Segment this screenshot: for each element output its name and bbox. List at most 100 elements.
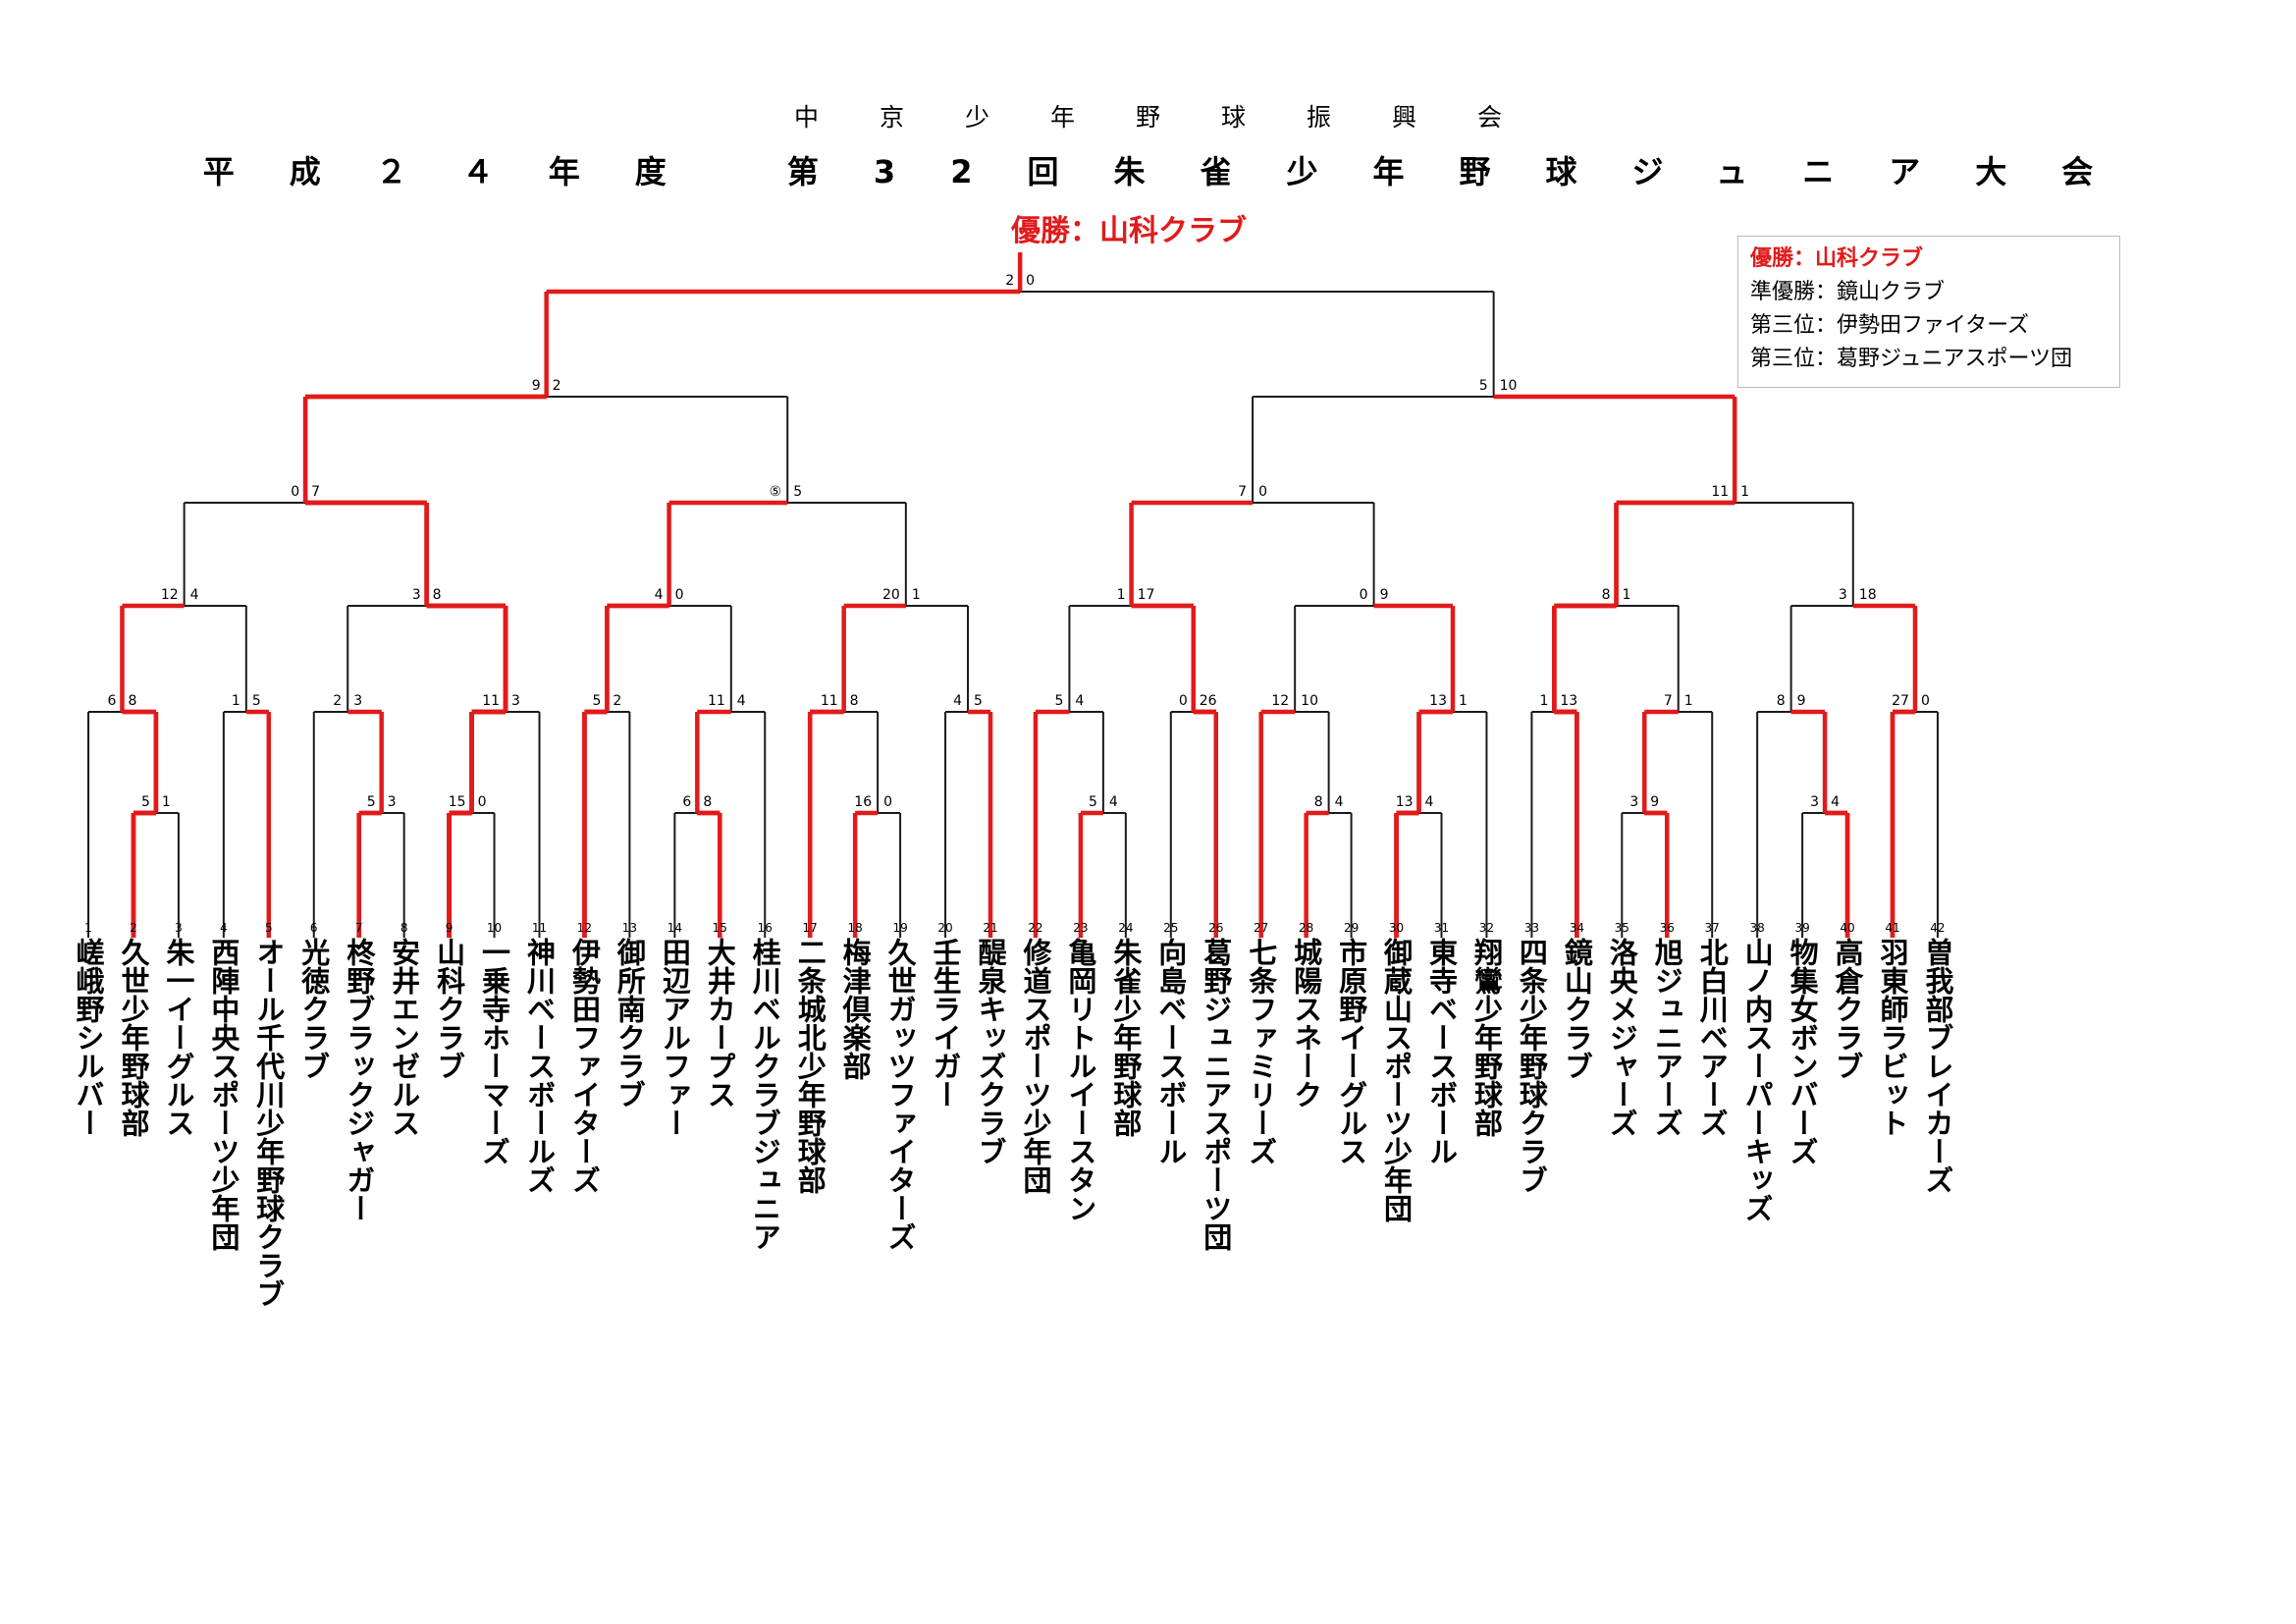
score-label: 1: [1740, 484, 1749, 500]
team-number: 8: [400, 921, 408, 935]
team-number: 42: [1930, 921, 1945, 935]
score-label: 1: [912, 587, 921, 603]
team-name: 物集女ボンバーズ: [1786, 938, 1820, 1165]
team-number: 19: [892, 921, 907, 935]
score-label: 8: [128, 693, 136, 709]
team-number: 38: [1750, 921, 1765, 935]
score-label: 4: [190, 587, 199, 603]
score-label: 2: [553, 378, 561, 394]
team-name: 鏡山クラブ: [1560, 938, 1594, 1080]
team-number: 30: [1389, 921, 1404, 935]
score-label: 6: [682, 794, 691, 810]
score-label: 5: [793, 484, 802, 500]
score-label: 9: [1380, 587, 1389, 603]
team-number: 13: [622, 921, 637, 935]
score-label: 3: [1839, 587, 1847, 603]
score-label: 15: [449, 794, 466, 810]
score-label: 1: [1684, 693, 1693, 709]
team-number: 28: [1299, 921, 1313, 935]
team-name: 西陣中央スポーツ少年団: [206, 938, 240, 1251]
team-name: 旭ジュニアーズ: [1650, 938, 1684, 1137]
team-name: 梅津倶楽部: [838, 938, 873, 1080]
score-label: 17: [1138, 587, 1155, 603]
team-number: 37: [1705, 921, 1720, 935]
score-label: 8: [1777, 693, 1786, 709]
score-label: 9: [1650, 794, 1659, 810]
score-label: 11: [821, 693, 838, 709]
score-label: 1: [1117, 587, 1126, 603]
score-label: 5: [1089, 794, 1097, 810]
team-name: 山ノ内スーパーキッズ: [1740, 938, 1775, 1222]
team-number: 31: [1434, 921, 1449, 935]
score-label: 8: [1314, 794, 1323, 810]
result-champion: 優勝：山科クラブ: [1750, 246, 1924, 271]
score-label: 4: [1335, 794, 1344, 810]
score-label: 27: [1892, 693, 1909, 709]
team-name: 向島ベースボール: [1153, 938, 1188, 1165]
team-number: 11: [532, 921, 547, 935]
team-name: 山科クラブ: [432, 938, 466, 1080]
team-number: 20: [937, 921, 952, 935]
team-number: 33: [1524, 921, 1539, 935]
score-label: 11: [482, 693, 500, 709]
team-number: 40: [1840, 921, 1854, 935]
score-label: 13: [1429, 693, 1447, 709]
team-name: 四条少年野球クラブ: [1515, 938, 1549, 1194]
score-label: 8: [1602, 587, 1611, 603]
score-label: 8: [433, 587, 442, 603]
team-name: 壬生ライガー: [929, 938, 963, 1109]
score-label: 5: [252, 693, 261, 709]
team-number: 6: [310, 921, 318, 935]
team-name: 高倉クラブ: [1831, 938, 1865, 1080]
score-label: 0: [675, 587, 684, 603]
score-label: 4: [953, 693, 962, 709]
team-name: 東寺ベースボール: [1424, 938, 1459, 1165]
team-name: 北白川ベアーズ: [1695, 938, 1730, 1137]
score-label: 7: [1238, 484, 1247, 500]
score-label: 9: [1797, 693, 1806, 709]
score-label: 4: [655, 587, 664, 603]
organizer: 中京少年野球振興会: [793, 103, 1563, 132]
team-name: 一乗寺ホーマーズ: [477, 938, 511, 1165]
winner-banner: 優勝：山科クラブ: [1011, 214, 1247, 248]
team-number: 5: [265, 921, 273, 935]
team-name: オール千代川少年野球クラブ: [251, 938, 286, 1308]
team-number: 25: [1163, 921, 1178, 935]
score-label: 1: [1539, 693, 1548, 709]
team-name: 神川ベースボールズ: [522, 938, 557, 1194]
team-number: 16: [758, 921, 773, 935]
score-label: 2: [1005, 273, 1014, 289]
score-label: 20: [882, 587, 900, 603]
score-label: 0: [478, 794, 487, 810]
score-label: 6: [108, 693, 117, 709]
team-name: 曽我部ブレイカーズ: [1920, 938, 1954, 1194]
team-number: 39: [1794, 921, 1809, 935]
score-label: 10: [1301, 693, 1318, 709]
team-number: 24: [1118, 921, 1133, 935]
results-legend: 優勝：山科クラブ 準優勝：鏡山クラブ 第三位：伊勢田ファイターズ 第三位：葛野ジ…: [1737, 236, 2120, 388]
score-label: 5: [367, 794, 376, 810]
score-label: 5: [1479, 378, 1488, 394]
team-name: 葛野ジュニアスポーツ団: [1199, 938, 1233, 1251]
team-number: 34: [1570, 921, 1584, 935]
team-name: 城陽スネーク: [1289, 938, 1323, 1109]
team-name: 御蔵山スポーツ少年団: [1379, 938, 1414, 1222]
score-label: 12: [1271, 693, 1289, 709]
team-number: 10: [487, 921, 502, 935]
team-number: 23: [1073, 921, 1088, 935]
score-label: 13: [1396, 794, 1414, 810]
score-label: 0: [1360, 587, 1368, 603]
score-label: 0: [1258, 484, 1267, 500]
score-label: 7: [1664, 693, 1673, 709]
team-number: 41: [1885, 921, 1899, 935]
team-number: 18: [848, 921, 863, 935]
score-label: 26: [1200, 693, 1217, 709]
score-label: 7: [311, 484, 320, 500]
score-label: 4: [737, 693, 746, 709]
team-number: 7: [355, 921, 363, 935]
team-number: 21: [983, 921, 997, 935]
score-label: 1: [1459, 693, 1468, 709]
team-name: 田辺アルファー: [658, 938, 692, 1137]
team-name: 二条城北少年野球部: [793, 938, 828, 1194]
